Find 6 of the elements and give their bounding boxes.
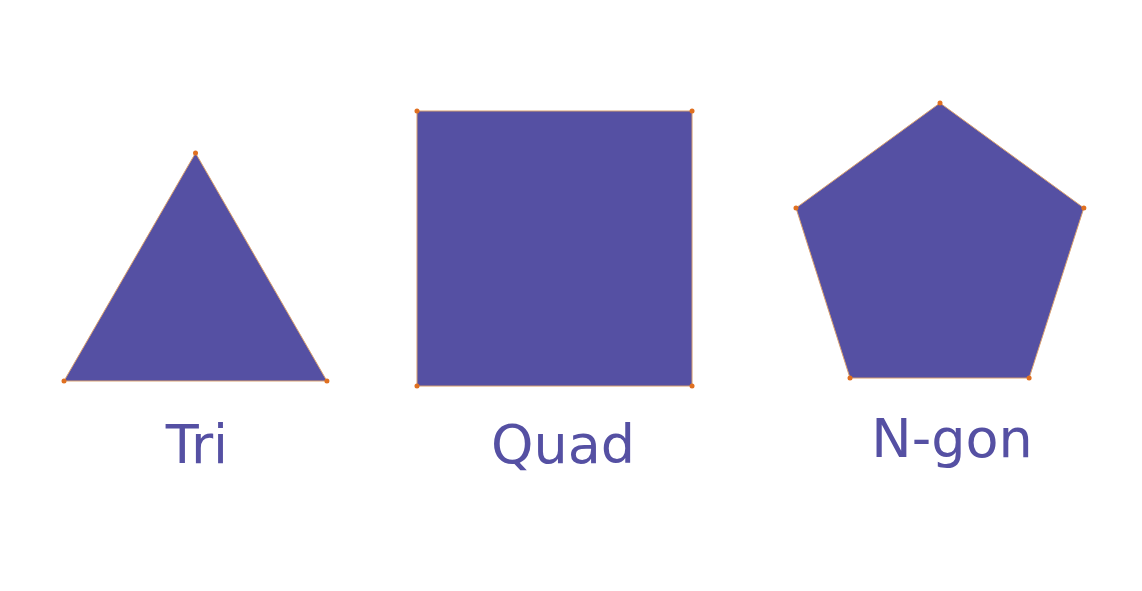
triangle-shape	[60, 149, 331, 385]
shape-label: Quad	[490, 418, 636, 472]
shape-label: N-gon	[871, 412, 1033, 466]
shape-label: Tri	[165, 418, 229, 472]
pentagon-shape	[792, 99, 1088, 382]
square-shape	[413, 107, 696, 390]
